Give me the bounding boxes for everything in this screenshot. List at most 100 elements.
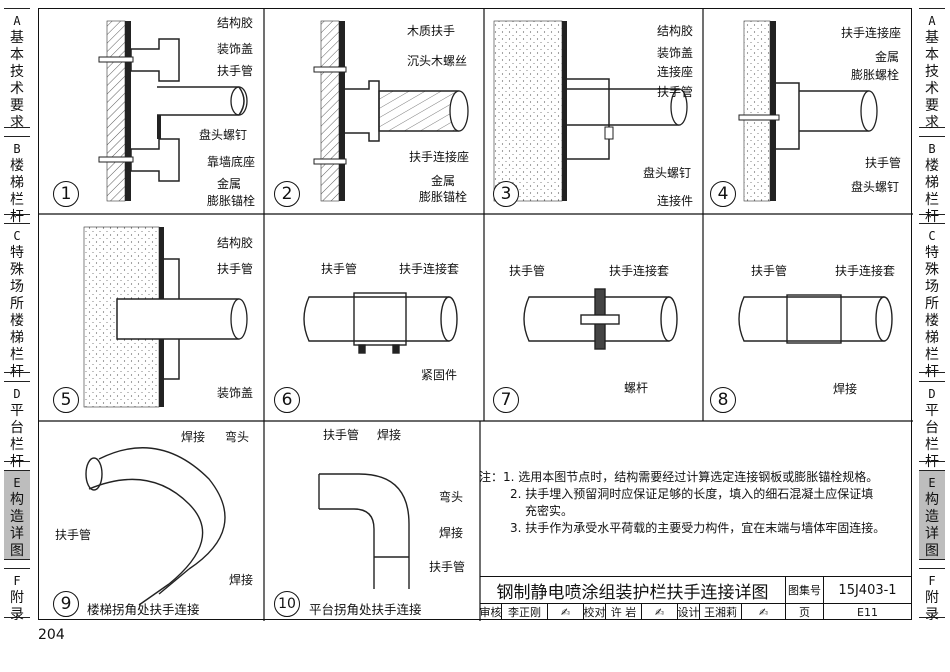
- side-tab-char: 楼: [10, 313, 24, 329]
- side-tab-char: 特: [10, 245, 24, 261]
- check-signature: ✍: [642, 604, 678, 620]
- side-tab-char: 栏: [10, 192, 24, 208]
- detail-3-number: 3: [493, 181, 519, 207]
- detail-9-drawing: [85, 447, 226, 606]
- d10-label: 扶手管: [429, 560, 466, 574]
- atlas-label: 图集号: [786, 577, 824, 604]
- side-tab-letter: F: [13, 574, 21, 588]
- notes: 注：1. 选用本图节点时，结构需要经过计算选定连接钢板或膨胀锚栓规格。 2. 扶…: [479, 469, 909, 537]
- atlas-number: 15J403-1: [824, 577, 911, 604]
- detail-1-drawing: [98, 20, 248, 202]
- side-tab-char: 殊: [10, 262, 24, 278]
- side-tab-char: 楼: [925, 158, 939, 174]
- side-tab-letter: B: [13, 142, 21, 156]
- side-tab-char: 本: [925, 47, 939, 63]
- detail-2-number: 2: [274, 181, 300, 207]
- detail-6-drawing: [303, 292, 458, 354]
- detail-7-drawing: [523, 288, 678, 350]
- d1-label: 扶手管: [217, 64, 254, 78]
- side-tab-char: 附: [925, 590, 939, 606]
- d9-label: 扶手管: [55, 528, 92, 542]
- d4-label: 膨胀螺栓: [851, 68, 900, 82]
- d1-label: 盘头螺钉: [199, 128, 248, 142]
- side-tab-letter: B: [928, 142, 936, 156]
- title-block: 钢制静电喷涂组装护栏扶手连接详图 图集号 15J403-1 审核 李正刚 ✍ 校…: [480, 576, 911, 620]
- side-tab-char: 本: [10, 47, 24, 63]
- side-tab-char: 图: [10, 543, 24, 559]
- d2-label: 沉头木螺丝: [407, 54, 468, 68]
- detail-5-number: 5: [53, 387, 79, 413]
- d9-label: 弯头: [225, 430, 250, 444]
- side-tab-char: 栏: [925, 437, 939, 453]
- d1-label: 金属: [217, 177, 242, 191]
- side-tab-char: 详: [10, 526, 24, 542]
- review-signature: ✍: [548, 604, 584, 620]
- d6-label: 紧固件: [421, 368, 458, 382]
- side-tab-char: 特: [925, 245, 939, 261]
- review-label: 审核: [479, 604, 502, 620]
- d5-label: 装饰盖: [217, 386, 254, 400]
- side-tab-char: 梯: [10, 175, 24, 191]
- d7-label: 扶手管: [509, 264, 546, 278]
- side-tab-char: 台: [10, 420, 24, 436]
- d3-label: 连接座: [657, 65, 694, 79]
- drawing-title: 钢制静电喷涂组装护栏扶手连接详图: [480, 577, 786, 604]
- d2-label: 膨胀锚栓: [419, 190, 468, 204]
- side-tab-char: 录: [925, 607, 939, 623]
- side-tab-char: 术: [10, 81, 24, 97]
- d8-label: 焊接: [833, 382, 858, 396]
- side-tab-char: 附: [10, 590, 24, 606]
- detail-10-number: 10: [274, 591, 300, 617]
- d4-label: 盘头螺钉: [851, 180, 900, 194]
- side-tab-char: 梯: [10, 330, 24, 346]
- side-tab-char: 详: [925, 526, 939, 542]
- side-tab-char: 楼: [925, 313, 939, 329]
- note-line: 2. 扶手埋入预留洞时应保证足够的长度，填入的细石混凝土应保证填: [510, 487, 874, 501]
- design-signature: ✍: [742, 604, 786, 620]
- detail-4-drawing: [738, 20, 878, 202]
- side-tab-char: 杆: [10, 364, 24, 380]
- side-tab-char: 基: [925, 30, 939, 46]
- d8-label: 扶手管: [751, 264, 788, 278]
- side-tab-char: 楼: [10, 158, 24, 174]
- side-tab-char: 栏: [925, 192, 939, 208]
- side-tab-char: 平: [10, 403, 24, 419]
- d1-label: 膨胀锚栓: [207, 194, 256, 208]
- detail-8-number: 8: [710, 387, 736, 413]
- side-tab-char: 求: [925, 115, 939, 131]
- d8-label: 扶手连接套: [835, 264, 896, 278]
- side-tab-char: 造: [10, 509, 24, 525]
- side-tab-char: 平: [925, 403, 939, 419]
- side-tab-letter: E: [13, 476, 21, 490]
- d10-label: 焊接: [377, 428, 402, 442]
- side-tab-char: 场: [925, 279, 939, 295]
- side-tab-char: 梯: [925, 175, 939, 191]
- sheet-number: E11: [857, 605, 878, 619]
- page-number: 204: [38, 627, 65, 643]
- side-tab-char: 构: [10, 492, 24, 508]
- side-tab-char: 术: [925, 81, 939, 97]
- side-tab-char: 场: [10, 279, 24, 295]
- side-tab-char: 技: [925, 64, 939, 80]
- note-line: 3. 扶手作为承受水平荷载的主要受力构件，宜在末端与墙体牢固连接。: [510, 521, 886, 535]
- detail-8-drawing: [738, 294, 893, 344]
- side-tab-char: 构: [925, 492, 939, 508]
- side-tab-char: 录: [10, 607, 24, 623]
- detail-9-number: 9: [53, 591, 79, 617]
- detail-6-number: 6: [274, 387, 300, 413]
- d4-label: 金属: [875, 50, 900, 64]
- side-tab-char: 台: [925, 420, 939, 436]
- side-tab-letter: D: [13, 387, 21, 401]
